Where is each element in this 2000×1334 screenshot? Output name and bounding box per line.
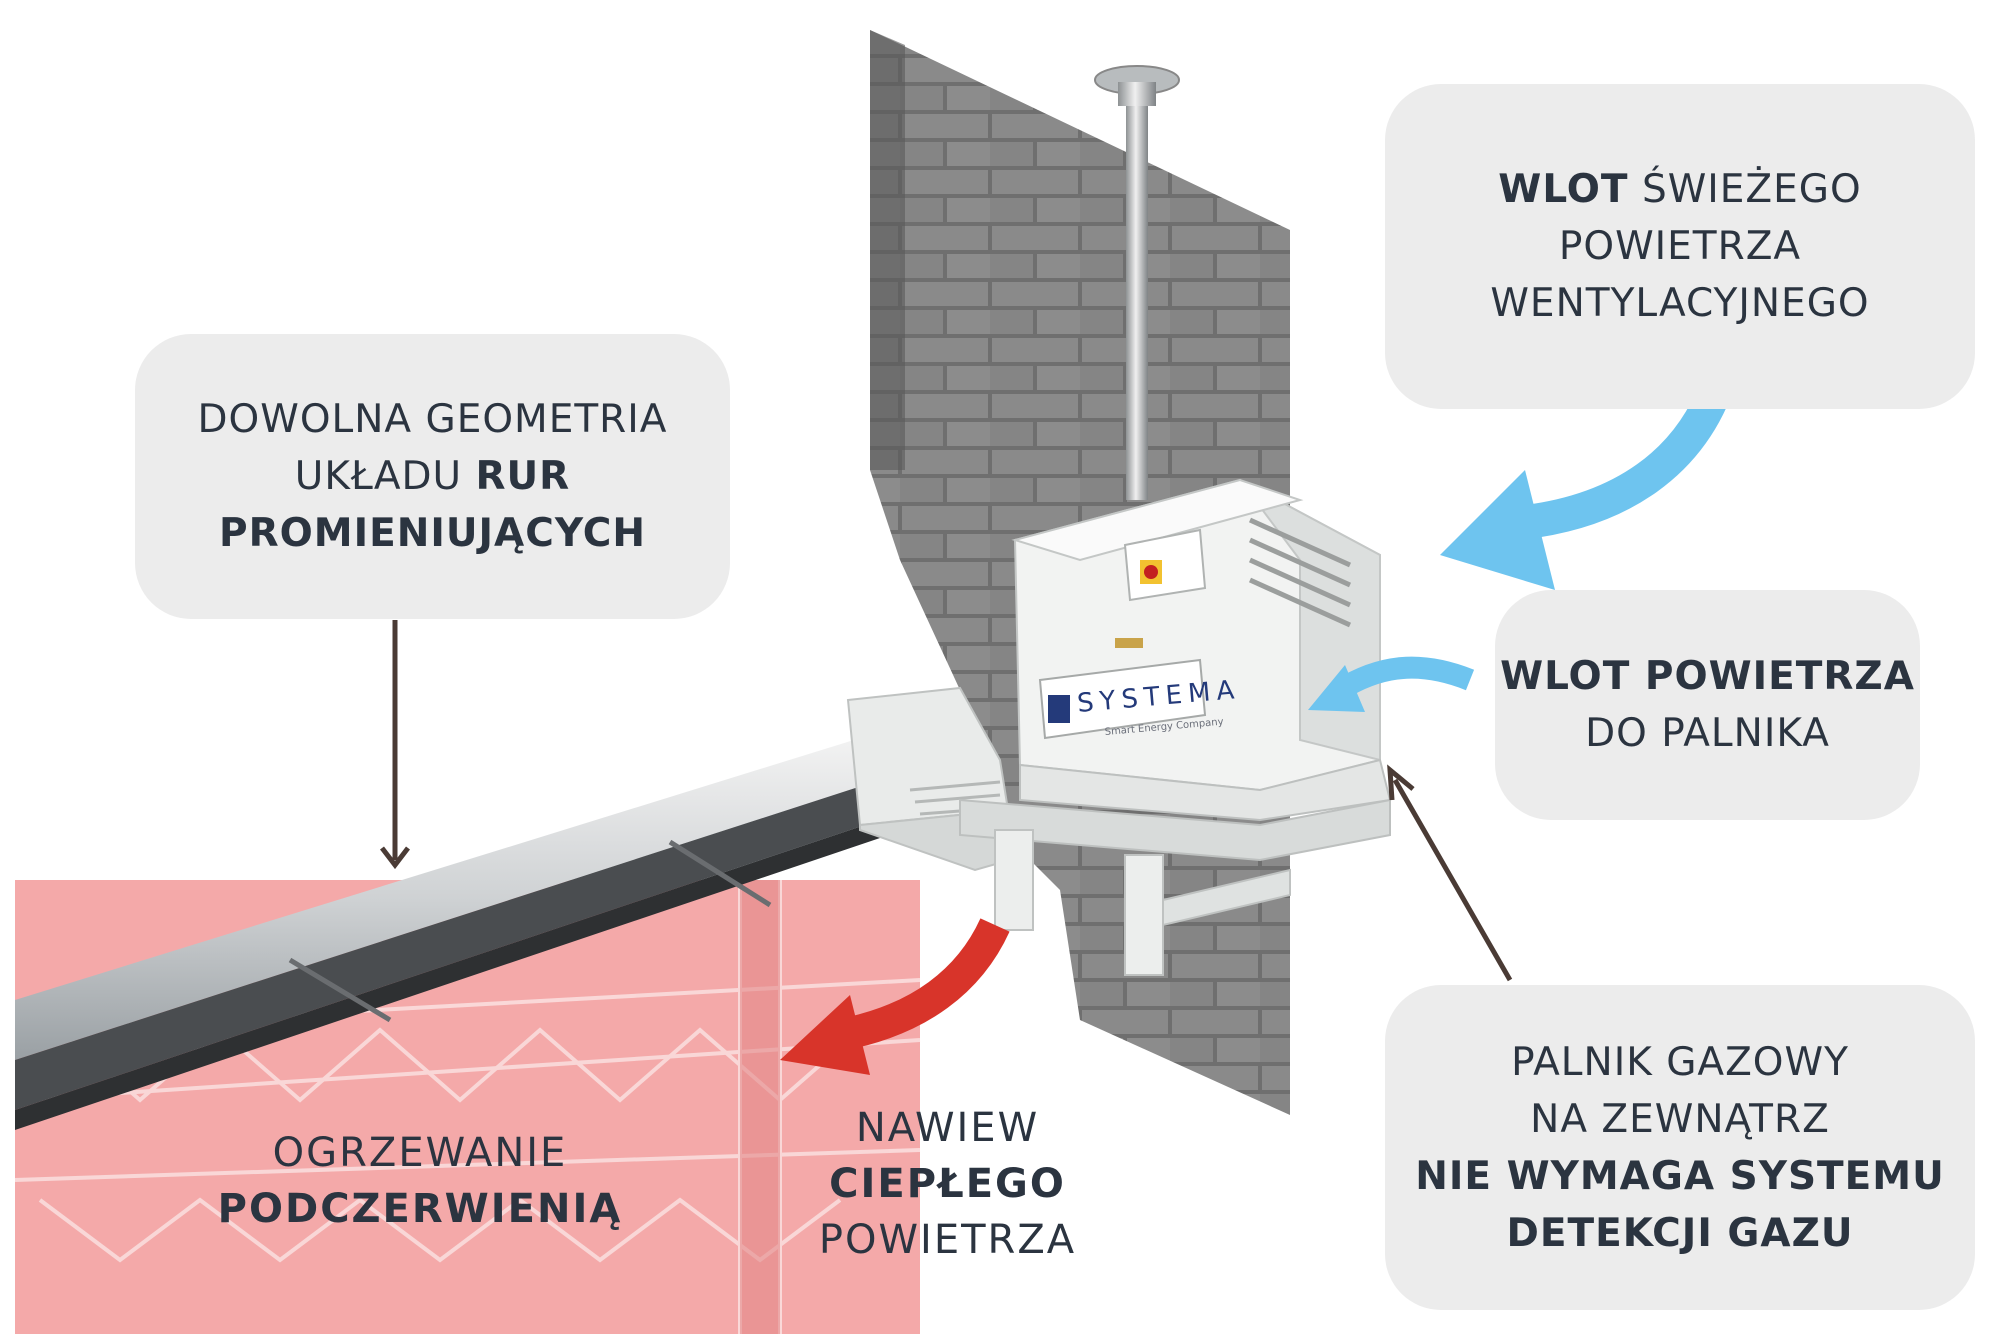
geometry-line-2-regular: UKŁADU (294, 454, 476, 499)
gas-burner-line-4: DETEKCJI GAZU (1506, 1205, 1853, 1262)
radiant-tube (15, 735, 880, 1130)
heater-unit: SYSTEMA Smart Energy Company (846, 478, 1392, 976)
burner-air-line-2: DO PALNIKA (1585, 711, 1830, 756)
fresh-air-line-1: WLOT ŚWIEŻEGO (1498, 161, 1861, 218)
gas-burner-line-3: NIE WYMAGA SYSTEMU (1415, 1148, 1945, 1205)
infrared-line-2: PODCZERWIENIĄ (205, 1181, 635, 1237)
geometry-line-2: UKŁADU RUR (295, 448, 570, 505)
gas-burner-line-3-bold: NIE WYMAGA SYSTEMU (1415, 1153, 1945, 1199)
geometry-callout: DOWOLNA GEOMETRIA UKŁADU RUR PROMIENIUJĄ… (135, 334, 730, 619)
gas-burner-line-4-bold: DETEKCJI GAZU (1506, 1210, 1854, 1256)
infrared-line-1: OGRZEWANIE (272, 1130, 568, 1176)
geometry-pointer-arrow (380, 620, 410, 870)
gas-burner-line-2: NA ZEWNĄTRZ (1530, 1096, 1830, 1142)
warm-air-line-3: POWIETRZA (818, 1217, 1077, 1263)
warm-air-arrow (780, 918, 1010, 1075)
geometry-line-2-bold: RUR (475, 454, 571, 499)
warm-air-line-2: CIEPŁEGO (815, 1156, 1080, 1212)
fresh-air-rest: ŚWIEŻEGO (1628, 167, 1862, 212)
warm-air-text: NAWIEW CIEPŁEGO POWIETRZA (815, 1100, 1080, 1268)
geometry-line-3-bold: PROMIENIUJĄCYCH (219, 511, 646, 556)
burner-air-line-1: WLOT POWIETRZA (1500, 648, 1915, 705)
warm-air-line-2-bold: CIEPŁEGO (829, 1161, 1066, 1207)
geometry-line-3: PROMIENIUJĄCYCH (219, 505, 646, 562)
burner-air-arrow (1308, 656, 1475, 712)
infrared-line-2-bold: PODCZERWIENIĄ (217, 1186, 623, 1232)
flue-pipe (1094, 65, 1180, 500)
fresh-air-inlet-callout: WLOT ŚWIEŻEGO POWIETRZA WENTYLACYJNEGO (1385, 84, 1975, 409)
burner-air-inlet-callout: WLOT POWIETRZA DO PALNIKA (1495, 590, 1920, 820)
gas-burner-line-1: PALNIK GAZOWY (1511, 1039, 1849, 1085)
fresh-air-line-2: POWIETRZA (1558, 224, 1802, 269)
burner-pointer-arrow (1387, 764, 1513, 982)
burner-air-line-1-bold: WLOT POWIETRZA (1500, 654, 1915, 699)
fresh-air-line-3: WENTYLACYJNEGO (1490, 281, 1870, 326)
fresh-air-bold: WLOT (1498, 167, 1629, 212)
gas-burner-callout: PALNIK GAZOWY NA ZEWNĄTRZ NIE WYMAGA SYS… (1385, 985, 1975, 1310)
warm-air-line-1: NAWIEW (855, 1105, 1040, 1151)
geometry-line-1: DOWOLNA GEOMETRIA (197, 397, 668, 442)
infrared-heating-text: OGRZEWANIE PODCZERWIENIĄ (205, 1125, 635, 1237)
